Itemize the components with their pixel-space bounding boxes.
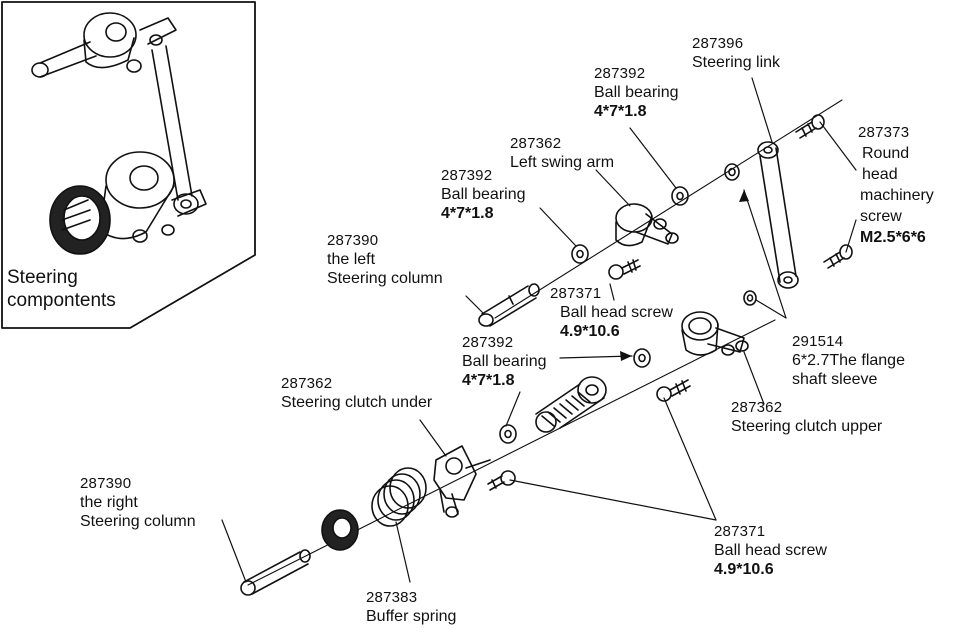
part-name: Buffer spring [366,608,457,625]
leader-lines [221,77,857,583]
steering-link-shape [757,141,799,289]
label-clutch-upper: 287362 Steering clutch upper [731,398,882,436]
ball-head-screw-shape-upper [608,259,641,280]
right-steering-column-shape [240,549,311,596]
label-ball-head-screw-top: 287371 Ball head screw 4.9*10.6 [550,284,673,341]
label-flange-sleeve: 291514 6*2.7The flange shaft sleeve [792,332,905,389]
part-spec: 4.9*10.6 [714,561,774,578]
part-number: 287362 [510,135,562,152]
left-swing-arm-shape [615,203,679,247]
part-name-line1: the right [80,494,138,511]
part-number: 287371 [550,285,602,302]
part-number: 287390 [80,475,132,492]
label-ball-head-screw-bottom: 287371 Ball head screw 4.9*10.6 [714,522,827,579]
part-name: Steering clutch under [281,394,433,411]
label-ball-bearing-top: 287392 Ball bearing 4*7*1.8 [594,64,679,121]
part-name: Steering clutch upper [731,418,883,435]
label-ball-bearing-mid: 287392 Ball bearing 4*7*1.8 [462,333,547,390]
inset-caption-line2: compontents [7,290,116,311]
part-name-line1: 6*2.7The flange [792,352,905,369]
part-name-line2: head [862,166,898,183]
part-number: 287392 [594,65,646,82]
part-name: Ball head screw [560,304,673,321]
part-name: Ball bearing [594,84,679,101]
arrow-heads [620,190,749,361]
flange-sleeve-shape [743,290,757,306]
part-number: 287383 [366,589,418,606]
upper-axis [494,99,843,319]
ball-head-screw-shape-bottom [487,470,516,491]
round-head-screw-shapes [795,114,853,269]
part-name: Ball bearing [441,186,526,203]
inset-frame [1,1,256,329]
inset-caption: Steering compontents [7,266,116,312]
part-name: Ball head screw [714,542,827,559]
threaded-barrel-shape [535,376,607,433]
label-clutch-under: 287362 Steering clutch under [281,374,432,412]
ball-bearing-shapes-lower [499,348,651,444]
label-ball-bearing-left: 287392 Ball bearing 4*7*1.8 [441,166,526,223]
part-number: 287362 [731,399,783,416]
part-number: 291514 [792,333,844,350]
part-name-line4: screw [860,208,902,225]
label-right-column: 287390 the right Steering column [80,474,196,531]
part-name: Left swing arm [510,154,615,171]
part-spec: M2.5*6*6 [860,229,926,246]
part-name-line1: the left [327,251,376,268]
buffer-spring-shape [371,467,427,527]
inset-illustration [31,12,207,255]
part-spec: 4*7*1.8 [462,372,515,389]
part-spec: 4*7*1.8 [441,205,494,222]
washer-shape [321,509,359,551]
part-spec: 4.9*10.6 [560,323,620,340]
part-name-line2: shaft sleeve [792,371,878,388]
clutch-upper-shape [681,311,749,356]
label-left-swing-arm: 287362 Left swing arm [510,134,614,172]
part-name: Steering link [692,54,781,71]
part-name: Ball bearing [462,353,547,370]
part-number: 287392 [441,167,493,184]
left-steering-column-shape [478,283,540,327]
part-name-line2: Steering column [327,270,443,287]
part-number: 287392 [462,334,514,351]
label-round-head-screw: 287373 Round head machinery screw M2.5*6… [858,122,934,248]
ball-bearing-shapes-upper [571,163,740,264]
label-left-column: 287390 the left Steering column [327,231,443,288]
part-spec: 4*7*1.8 [594,103,647,120]
part-number: 287373 [858,124,910,141]
part-number: 287390 [327,232,379,249]
part-name-line2: Steering column [80,513,196,530]
part-number: 287396 [692,35,744,52]
part-number: 287362 [281,375,333,392]
ball-head-screw-shape-mid [656,379,691,402]
clutch-under-shape [433,445,491,518]
part-name-line1: Round [862,145,910,162]
part-number: 287371 [714,523,766,540]
inset-caption-line1: Steering [7,267,78,288]
label-steering-link: 287396 Steering link [692,34,780,72]
part-name-line3: machinery [860,187,934,204]
label-buffer-spring: 287383 Buffer spring [366,588,456,626]
